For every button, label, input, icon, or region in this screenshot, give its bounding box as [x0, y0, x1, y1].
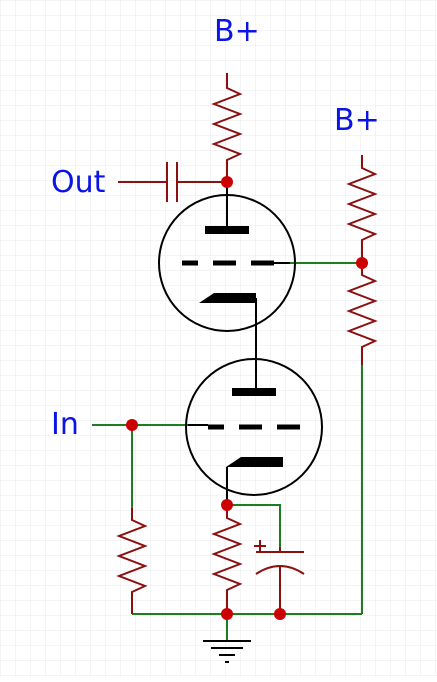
bypass-capacitor [255, 547, 305, 614]
junction-bypass [274, 608, 286, 620]
output-label: Out [51, 165, 106, 200]
lower-plate [232, 388, 276, 396]
output-capacitor [118, 162, 227, 202]
supply-label-top: B+ [214, 14, 260, 49]
junction-divider [356, 257, 368, 269]
upper-cathode [199, 293, 256, 303]
junction-plate [221, 176, 233, 188]
upper-triode [158, 182, 296, 388]
upper-plate [205, 226, 249, 234]
cathode-resistor [211, 505, 243, 614]
divider-resistor-bottom [346, 263, 378, 365]
components [116, 73, 378, 614]
ground-symbol [203, 640, 251, 663]
supply-label-right: B+ [334, 103, 380, 138]
capacitor-polarity-plus [254, 540, 266, 552]
lower-cathode [226, 457, 283, 467]
plate-resistor [211, 73, 243, 182]
input-label: In [51, 407, 79, 442]
grid-leak-resistor [116, 508, 148, 614]
junction-input [126, 419, 138, 431]
junction-dots [126, 176, 368, 620]
junction-cathode [221, 499, 233, 511]
lower-tube-envelope [185, 358, 323, 496]
junction-ground [221, 608, 233, 620]
wire-cathode-node [227, 504, 281, 547]
lower-triode [185, 358, 323, 505]
wires [92, 262, 363, 640]
divider-resistor-top [346, 155, 378, 263]
